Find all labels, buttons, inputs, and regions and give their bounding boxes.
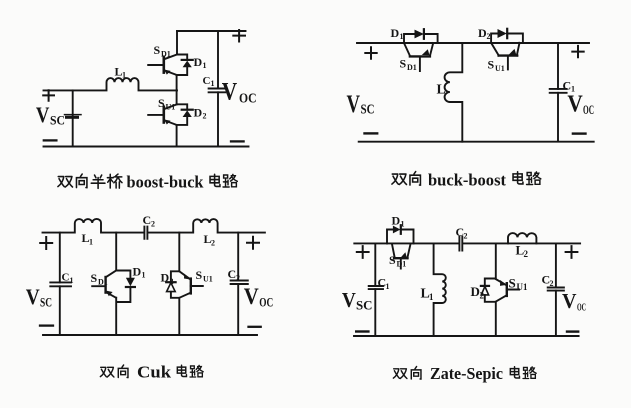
svg-text:L: L (82, 231, 90, 245)
svg-text:S: S (196, 268, 203, 282)
svg-text:S: S (158, 96, 165, 110)
svg-text:D: D (478, 26, 487, 40)
svg-text:L: L (421, 287, 430, 302)
svg-text:2: 2 (464, 232, 468, 241)
svg-text:SC: SC (361, 103, 375, 118)
svg-text:U1: U1 (517, 282, 528, 292)
svg-text:OC: OC (583, 102, 594, 117)
svg-text:L: L (115, 65, 123, 79)
svg-text:S: S (389, 253, 396, 267)
svg-text:2: 2 (550, 279, 554, 288)
svg-text:OC: OC (239, 92, 257, 107)
svg-text:Zate-Sepic: Zate-Sepic (430, 364, 503, 383)
svg-text:D: D (194, 106, 203, 120)
svg-text:U1: U1 (495, 64, 505, 73)
svg-text:V: V (244, 284, 259, 309)
svg-text:D1: D1 (407, 63, 417, 72)
svg-text:D: D (391, 26, 400, 40)
svg-text:L: L (204, 232, 212, 246)
svg-text:1: 1 (571, 85, 575, 94)
svg-text:V: V (222, 79, 237, 106)
svg-text:D: D (392, 214, 401, 228)
svg-text:V: V (36, 102, 50, 127)
svg-text:D: D (161, 271, 170, 285)
svg-text:2: 2 (480, 291, 485, 301)
svg-text:D: D (471, 284, 480, 299)
svg-text:SC: SC (356, 298, 373, 313)
svg-text:L: L (437, 83, 446, 98)
svg-text:C: C (563, 79, 572, 93)
svg-text:L: L (516, 243, 525, 258)
svg-text:1: 1 (401, 220, 405, 229)
svg-text:S: S (91, 271, 98, 285)
svg-text:U1: U1 (203, 275, 213, 284)
svg-text:2: 2 (524, 249, 529, 259)
svg-text:1: 1 (400, 32, 404, 41)
svg-text:D: D (194, 55, 203, 69)
svg-text:2: 2 (203, 112, 207, 121)
svg-text:SC: SC (40, 295, 52, 310)
svg-text:boost-buck: boost-buck (127, 173, 205, 192)
svg-text:C: C (228, 267, 237, 281)
svg-text:OC: OC (577, 302, 586, 314)
svg-text:1: 1 (70, 276, 74, 285)
svg-text:D1: D1 (161, 50, 171, 59)
svg-text:1: 1 (89, 238, 93, 247)
svg-text:1: 1 (122, 71, 126, 80)
svg-text:S: S (509, 276, 516, 291)
svg-text:C: C (203, 75, 211, 87)
svg-text:C: C (378, 276, 387, 290)
svg-text:V: V (562, 289, 577, 313)
svg-text:S: S (154, 43, 161, 57)
svg-text:2: 2 (211, 239, 215, 248)
svg-text:S: S (400, 57, 407, 71)
svg-text:1: 1 (142, 271, 146, 280)
svg-text:D1: D1 (397, 260, 407, 269)
svg-text:D: D (133, 265, 142, 279)
svg-text:OC: OC (259, 295, 273, 310)
svg-text:C: C (456, 225, 465, 239)
svg-text:1: 1 (429, 292, 434, 302)
svg-text:C: C (62, 272, 70, 284)
svg-text:S: S (488, 58, 495, 72)
svg-text:1: 1 (211, 79, 215, 88)
svg-text:V: V (567, 91, 583, 117)
svg-text:V: V (347, 91, 361, 118)
svg-text:2: 2 (487, 32, 491, 41)
svg-text:buck-boost: buck-boost (428, 171, 506, 190)
svg-text:2: 2 (170, 277, 174, 286)
svg-text:SC: SC (50, 113, 65, 128)
svg-text:1: 1 (386, 282, 390, 291)
svg-text:D1: D1 (98, 278, 108, 287)
svg-text:V: V (342, 288, 356, 312)
svg-text:C: C (143, 213, 152, 227)
svg-text:1: 1 (203, 61, 207, 70)
svg-text:U1: U1 (166, 103, 176, 112)
svg-text:2: 2 (236, 274, 240, 283)
svg-text:C: C (542, 273, 551, 287)
svg-text:2: 2 (151, 220, 155, 229)
svg-text:Cuk: Cuk (137, 363, 172, 382)
svg-text:V: V (26, 284, 40, 309)
